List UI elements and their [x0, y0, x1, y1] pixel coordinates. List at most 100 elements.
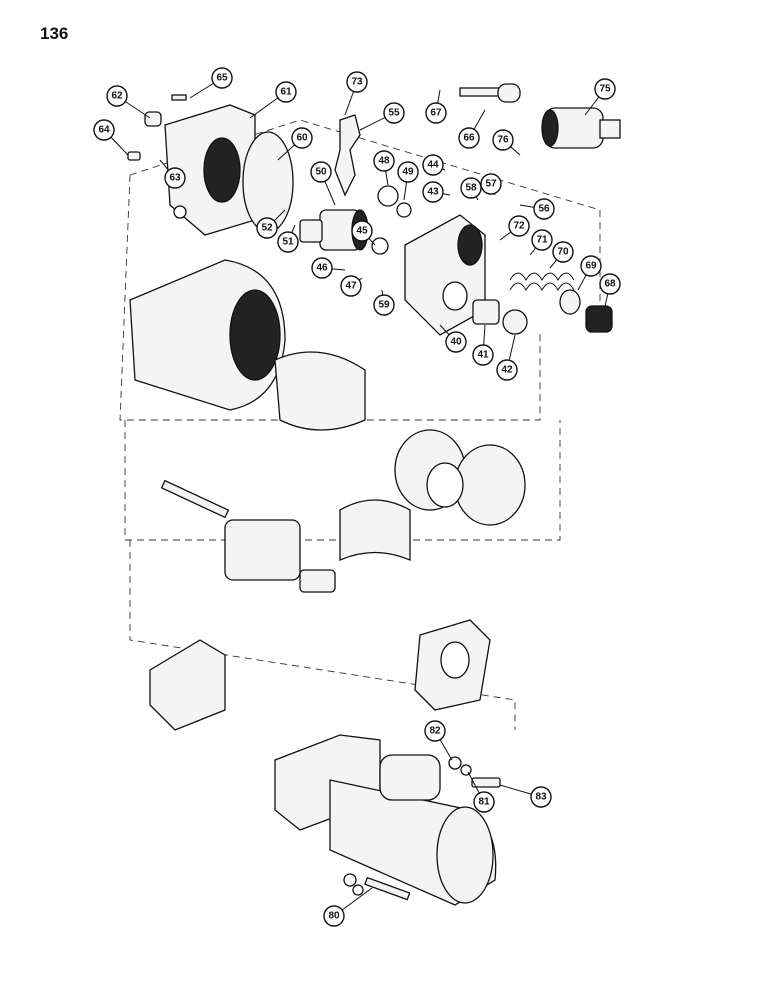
callout-label: 67 — [430, 108, 442, 119]
callout-66: 66 — [458, 127, 480, 149]
callout-label: 72 — [513, 221, 525, 232]
callout-circle — [508, 215, 530, 237]
callout-45: 45 — [351, 220, 373, 242]
callout-label: 83 — [535, 792, 547, 803]
callout-label: 80 — [328, 911, 340, 922]
sleeve-end — [502, 309, 528, 335]
callout-circle — [373, 294, 395, 316]
callout-label: 71 — [536, 235, 548, 246]
washer — [460, 764, 472, 776]
callout-label: 70 — [557, 247, 569, 258]
callout-circle — [422, 181, 444, 203]
callout-circle — [346, 71, 368, 93]
callout-circle — [425, 102, 447, 124]
callout-label: 56 — [538, 204, 550, 215]
callout-41: 41 — [472, 344, 494, 366]
callout-circle — [340, 275, 362, 297]
callout-circle — [277, 231, 299, 253]
callout-circle — [424, 720, 446, 742]
callout-circle — [422, 154, 444, 176]
callout-67: 67 — [425, 102, 447, 124]
callout-65: 65 — [211, 67, 233, 89]
callout-circle — [211, 67, 233, 89]
washer — [396, 202, 412, 218]
callout-label: 61 — [280, 87, 292, 98]
seal-ring — [559, 289, 581, 315]
callout-44: 44 — [422, 154, 444, 176]
callout-71: 71 — [531, 229, 553, 251]
callout-55: 55 — [383, 102, 405, 124]
callout-76: 76 — [492, 129, 514, 151]
callout-label: 41 — [477, 350, 489, 361]
callout-68: 68 — [599, 273, 621, 295]
callout-49: 49 — [397, 161, 419, 183]
callout-circle — [580, 255, 602, 277]
callout-59: 59 — [373, 294, 395, 316]
callout-circle — [164, 167, 186, 189]
commutator-end-plate — [149, 639, 226, 731]
shift-lever — [334, 114, 361, 197]
callout-label: 68 — [604, 279, 616, 290]
callout-circle — [594, 78, 616, 100]
callout-label: 64 — [98, 125, 110, 136]
bolt — [471, 777, 501, 788]
washer — [371, 237, 389, 255]
callout-50: 50 — [310, 161, 332, 183]
callout-label: 82 — [429, 726, 441, 737]
o-ring — [242, 131, 294, 233]
callout-circle — [351, 220, 373, 242]
callout-circle — [460, 177, 482, 199]
solenoid-plunger — [459, 83, 521, 103]
callout-83: 83 — [530, 786, 552, 808]
callout-label: 45 — [356, 226, 368, 237]
callout-circle — [472, 344, 494, 366]
callout-label: 44 — [427, 160, 439, 171]
callout-72: 72 — [508, 215, 530, 237]
callout-circle — [106, 85, 128, 107]
callout-circle — [311, 257, 333, 279]
callout-label: 43 — [427, 187, 439, 198]
solenoid — [541, 107, 621, 149]
callout-56: 56 — [533, 198, 555, 220]
callout-label: 51 — [282, 237, 294, 248]
callout-51: 51 — [277, 231, 299, 253]
callout-80: 80 — [323, 905, 345, 927]
callout-label: 42 — [501, 365, 513, 376]
pin — [171, 94, 187, 101]
field-coils — [394, 429, 526, 526]
callout-58: 58 — [460, 177, 482, 199]
sleeve — [472, 299, 500, 325]
plunger-boot — [585, 305, 613, 333]
callout-69: 69 — [580, 255, 602, 277]
callout-label: 49 — [402, 167, 414, 178]
callout-label: 63 — [169, 173, 181, 184]
callout-73: 73 — [346, 71, 368, 93]
insulator-band — [274, 351, 366, 431]
callout-64: 64 — [93, 119, 115, 141]
callout-label: 66 — [463, 133, 475, 144]
callout-label: 62 — [111, 91, 123, 102]
callout-label: 50 — [315, 167, 327, 178]
callout-70: 70 — [552, 241, 574, 263]
callout-circle — [275, 81, 297, 103]
callout-circle — [445, 331, 467, 353]
callout-57: 57 — [480, 173, 502, 195]
callout-circle — [383, 102, 405, 124]
screw — [127, 151, 141, 161]
callout-label: 73 — [351, 77, 363, 88]
callout-label: 52 — [261, 223, 273, 234]
callout-label: 69 — [585, 261, 597, 272]
return-spring — [509, 272, 575, 292]
callout-label: 59 — [378, 300, 390, 311]
callout-label: 81 — [478, 797, 490, 808]
callout-label: 55 — [388, 108, 400, 119]
callout-46: 46 — [311, 257, 333, 279]
washer — [377, 185, 399, 207]
callout-circle — [397, 161, 419, 183]
callout-circle — [533, 198, 555, 220]
callout-label: 60 — [296, 133, 308, 144]
callout-circle — [373, 150, 395, 172]
callout-label: 58 — [465, 183, 477, 194]
callout-circle — [323, 905, 345, 927]
